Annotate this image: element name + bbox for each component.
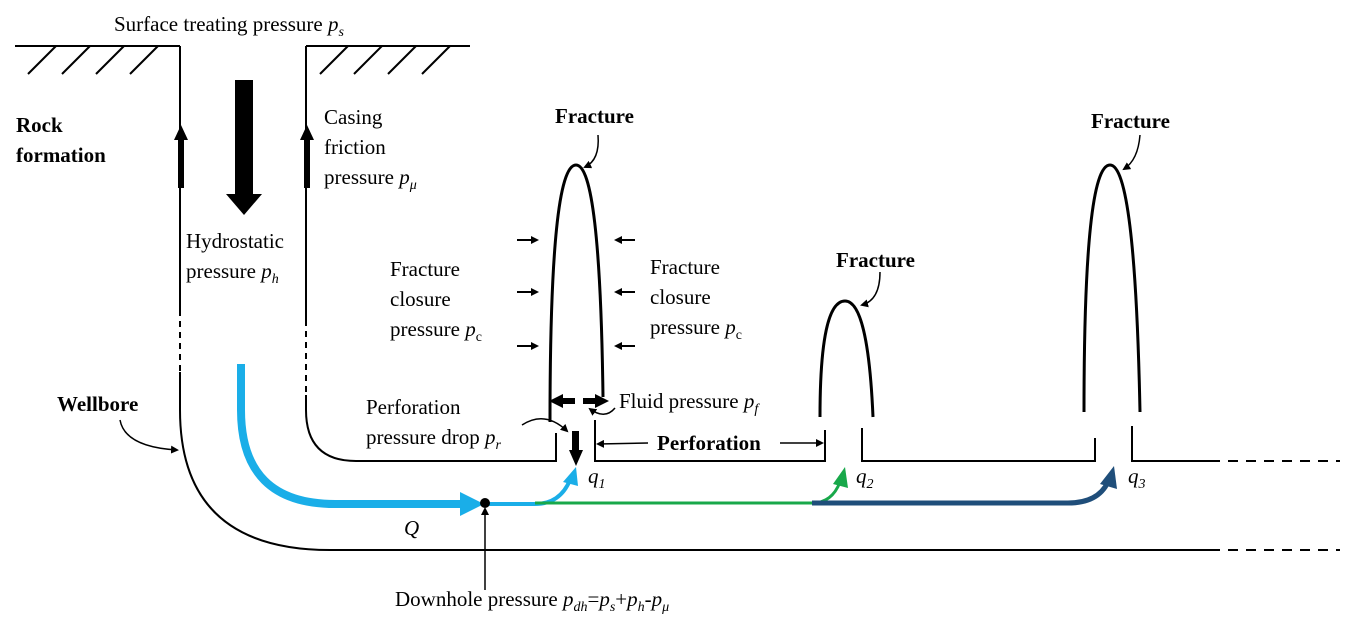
perforation-drop-label-2: pressure drop pr: [366, 425, 501, 453]
surface-up-arrow-head: [174, 125, 188, 140]
fracture-3-label: Fracture: [1091, 109, 1170, 133]
wellbore-label: Wellbore: [57, 392, 138, 416]
closure-right-label-1: Fracture: [650, 255, 720, 279]
main-flow-Q: [237, 364, 463, 508]
ground-surface: [15, 45, 470, 75]
downhole-junction-dot: [480, 498, 490, 508]
closure-arrows: [517, 236, 635, 350]
Q-label: Q: [404, 516, 419, 540]
fluid-pressure-label: Fluid pressure pf: [619, 389, 760, 417]
perforation-drop-arrow-shaft: [572, 431, 579, 451]
hydrostatic-label-2: pressure ph: [186, 259, 279, 287]
surface-up-arrow-shaft: [178, 140, 184, 188]
casing-up-arrow-shaft: [304, 140, 310, 188]
q3-label: q3: [1128, 464, 1146, 492]
closure-left-label-1: Fracture: [390, 257, 460, 281]
pointer-leaders: [119, 134, 1141, 590]
hydrostatic-arrow-head: [226, 194, 262, 215]
fracture-1-label: Fracture: [555, 104, 634, 128]
closure-left-label-3: pressure pc: [390, 317, 482, 345]
closure-left-label-2: closure: [390, 287, 451, 311]
q1-label: q1: [588, 464, 606, 492]
closure-right-label-2: closure: [650, 285, 711, 309]
fluid-pressure-arrows: [549, 394, 609, 408]
surface-pressure-label: Surface treating pressure ps: [114, 12, 345, 40]
casing-label-1: Casing: [324, 105, 383, 129]
hydrostatic-arrow-shaft: [235, 80, 253, 195]
hydrostatic-label-1: Hydrostatic: [186, 229, 284, 253]
casing-label-3: pressure pμ: [324, 165, 417, 193]
downhole-pressure-label: Downhole pressure pdh=ps+ph-pμ: [395, 587, 669, 615]
fracture-2-label: Fracture: [836, 248, 915, 272]
q3-flow-curve: [1067, 480, 1111, 506]
fracture-shapes: [548, 163, 1142, 423]
rock-formation-label-1: Rock: [16, 113, 63, 137]
flow-paths: [237, 364, 1117, 516]
q2-label: q2: [856, 464, 874, 492]
perforation-label: Perforation: [657, 431, 761, 455]
rock-formation-label-2: formation: [16, 143, 106, 167]
casing-label-2: friction: [324, 135, 386, 159]
q2-flow-curve: [811, 481, 842, 505]
perforation-drop-label-1: Perforation: [366, 395, 461, 419]
closure-right-label-3: pressure pc: [650, 315, 742, 343]
perforation-drop-arrow-head: [569, 450, 583, 466]
casing-up-arrow-head: [300, 125, 314, 140]
q1-flow-curve: [534, 479, 572, 506]
pressure-arrows: [174, 80, 635, 466]
